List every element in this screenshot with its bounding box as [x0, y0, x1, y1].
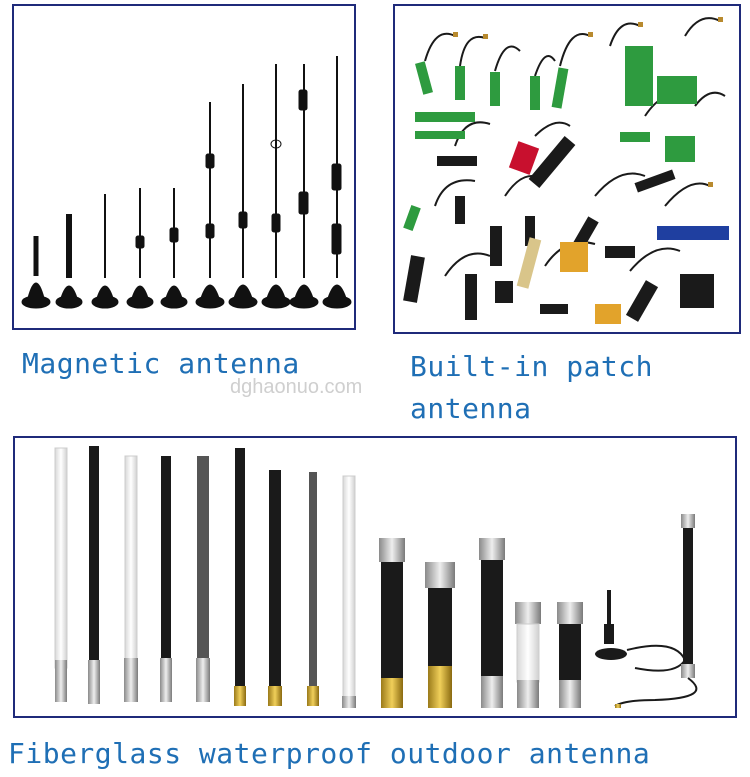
fiberglass-antenna-photo — [13, 436, 737, 718]
connectors — [453, 17, 723, 187]
antenna-whips — [33, 56, 338, 278]
patch-antennas — [403, 17, 729, 324]
caption-fiberglass-antenna: Fiberglass waterproof outdoor antenna — [8, 737, 651, 770]
caption-patch-antenna: Built-in patch antenna — [410, 350, 654, 425]
patch-antenna-photo — [393, 4, 741, 334]
pcb-other — [508, 141, 729, 324]
pcb-patch — [403, 46, 697, 231]
antenna-base — [21, 295, 352, 309]
magnetic-antenna-photo — [12, 4, 356, 330]
antenna-domes — [27, 282, 347, 299]
pcb-black — [403, 136, 714, 322]
coax-cables — [424, 17, 726, 277]
antenna-coils — [135, 89, 342, 255]
fiberglass-antennas — [54, 446, 698, 708]
watermark: dghaonuo.com — [230, 376, 363, 398]
magnetic-antennas — [21, 56, 352, 309]
caption-magnetic-antenna: Magnetic antenna — [22, 347, 300, 380]
